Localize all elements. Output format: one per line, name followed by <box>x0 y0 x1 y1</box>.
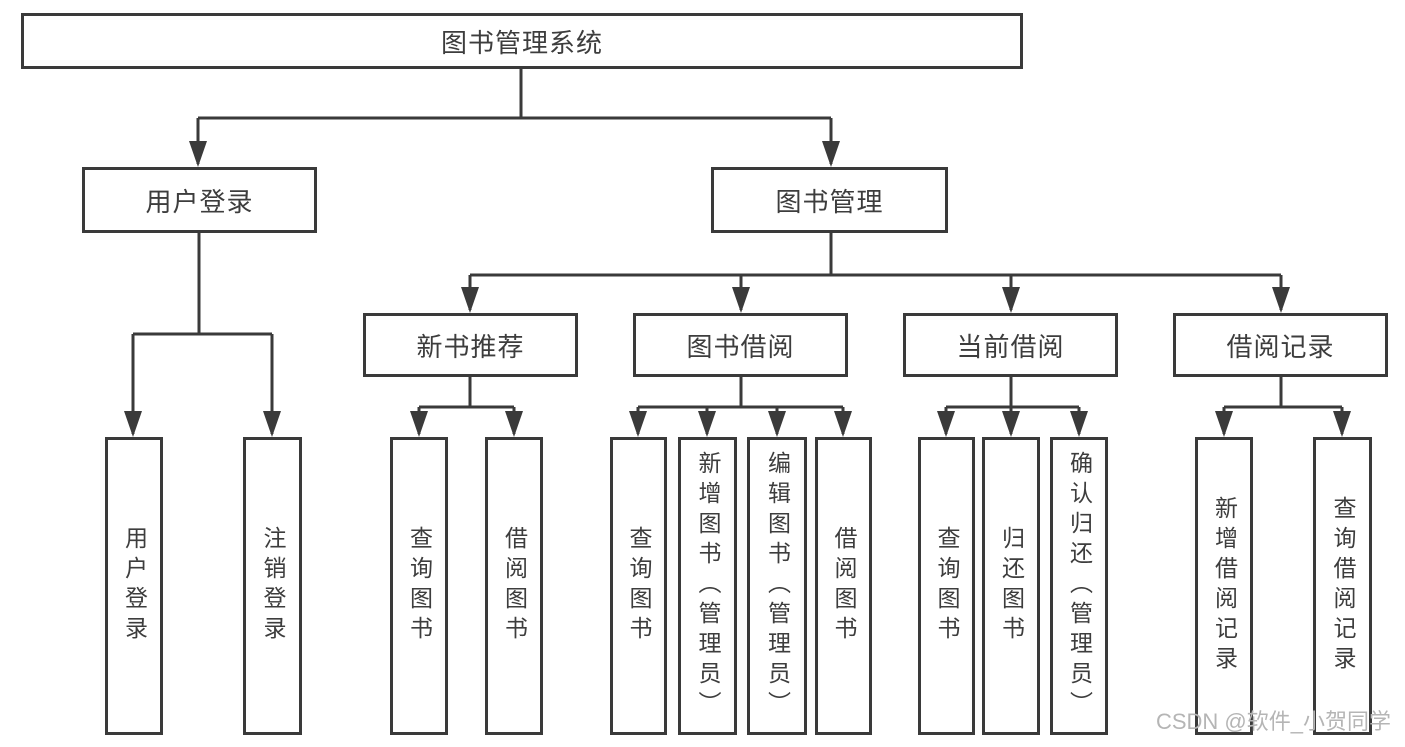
leaf-query-books-borrow: 查询图书 <box>610 437 667 735</box>
leaf-query-books-current: 查询图书 <box>918 437 975 735</box>
leaf-return-books: 归还图书 <box>982 437 1040 735</box>
node-new-book-recommend: 新书推荐 <box>363 313 578 377</box>
csdn-watermark: CSDN @软件_小贺同学 <box>1155 709 1391 734</box>
leaf-borrow-books-borrow: 借阅图书 <box>815 437 872 735</box>
node-current-borrowing: 当前借阅 <box>903 313 1118 377</box>
node-borrowing-records: 借阅记录 <box>1173 313 1388 377</box>
leaf-add-borrow-record: 新增借阅记录 <box>1195 437 1253 735</box>
node-user-login: 用户登录 <box>82 167 317 233</box>
leaf-logout: 注销登录 <box>243 437 302 735</box>
leaf-add-books-admin: 新增图书（管理员） <box>678 437 737 735</box>
leaf-query-borrow-record: 查询借阅记录 <box>1313 437 1372 735</box>
leaf-edit-books-admin: 编辑图书（管理员） <box>747 437 807 735</box>
leaf-user-login: 用户登录 <box>105 437 163 735</box>
leaf-confirm-return-admin: 确认归还（管理员） <box>1050 437 1108 735</box>
node-root-system: 图书管理系统 <box>21 13 1023 69</box>
node-book-borrowing: 图书借阅 <box>633 313 848 377</box>
node-book-management: 图书管理 <box>711 167 948 233</box>
leaf-borrow-books-newbook: 借阅图书 <box>485 437 543 735</box>
leaf-query-books-newbook: 查询图书 <box>390 437 448 735</box>
